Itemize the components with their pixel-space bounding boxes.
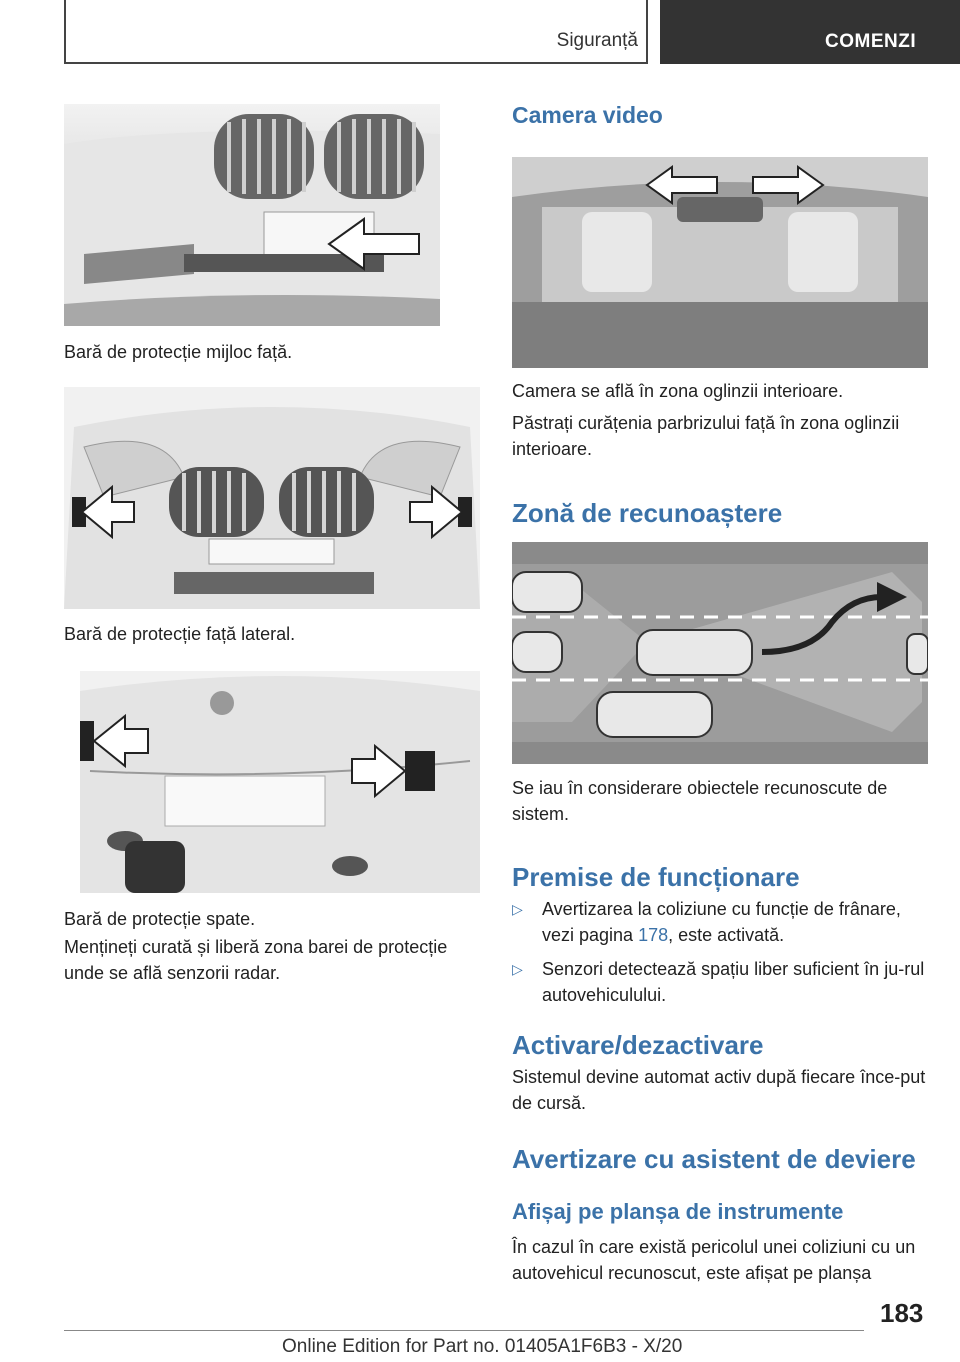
heading-instrument-display: Afișaj pe planșa de instrumente (512, 1199, 844, 1224)
section-title: Siguranță (556, 30, 638, 51)
camera-text-2: Păstrați curățenia parbrizului față în z… (512, 413, 900, 459)
chapter-tab[interactable]: COMENZI (660, 0, 960, 64)
recognition-zone-image (512, 542, 928, 764)
bullet-text-end: , este activată. (668, 925, 785, 945)
heading-camera: Camera video (512, 102, 663, 128)
camera-text-1: Camera se află în zona oglinzii interioa… (512, 381, 844, 401)
list-item: ▷ Avertizarea la coliziune cu funcție de… (512, 896, 932, 948)
footer-edition: Online Edition for Part no. 01405A1F6B3 … (282, 1336, 683, 1357)
instrument-display-text: În cazul în care există pericolul unei c… (512, 1237, 916, 1283)
rear-bumper-image (80, 671, 480, 893)
page-number: 183 (880, 1298, 924, 1328)
heading-activation: Activare/dezactivare (512, 1030, 764, 1060)
list-item: ▷ Senzori detectează spațiu liber sufici… (512, 956, 932, 1008)
triangle-bullet-icon: ▷ (512, 961, 523, 977)
body-radar-sensors: Mențineți curată și liberă zona barei de… (64, 937, 448, 983)
footer-divider (64, 1330, 864, 1331)
page-link-178[interactable]: 178 (638, 925, 669, 945)
activation-text: Sistemul devine automat activ după fieca… (512, 1067, 926, 1113)
header-frame (64, 0, 648, 64)
bullet-text: Senzori detectează spațiu liber suficien… (542, 959, 925, 1005)
caption-front-center: Bară de protecție mijloc față. (64, 342, 293, 362)
front-side-bumper-image (64, 387, 480, 609)
caption-rear: Bară de protecție spate. (64, 909, 256, 929)
bullet-text: Avertizarea la coliziune cu funcție de f… (542, 899, 901, 945)
front-center-bumper-image (64, 104, 440, 326)
camera-image (512, 157, 928, 368)
heading-evasion-warning: Avertizare cu asistent de deviere (512, 1144, 916, 1174)
chapter-tab-label: COMENZI (825, 31, 917, 52)
zone-text: Se iau în considerare obiectele recunosc… (512, 778, 888, 824)
prerequisites-list: ▷ Avertizarea la coliziune cu funcție de… (512, 896, 932, 1016)
heading-prerequisites: Premise de funcționare (512, 862, 800, 892)
heading-recognition-zone: Zonă de recunoaștere (512, 498, 783, 528)
caption-front-side: Bară de protecție față lateral. (64, 624, 296, 644)
triangle-bullet-icon: ▷ (512, 901, 523, 917)
